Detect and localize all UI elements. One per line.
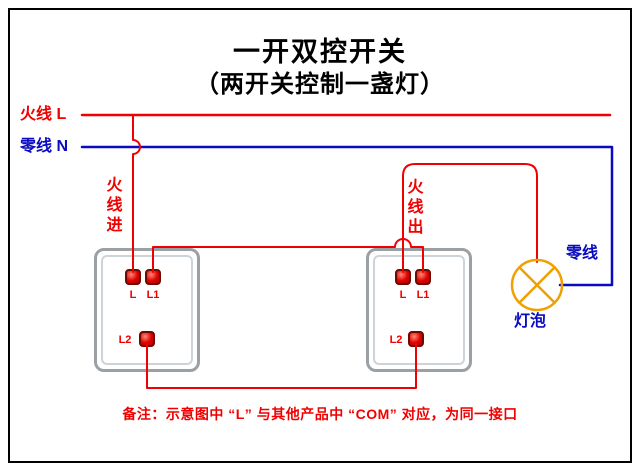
neutral-line-label: 零线 N	[20, 138, 69, 155]
live-line-label: 火线 L	[20, 106, 67, 123]
right-switch: L L1 L2	[366, 248, 472, 372]
right-terminal-label-L1: L1	[416, 289, 430, 301]
live-out-label: 火线出	[407, 179, 424, 236]
right-terminal-label-L2: L2	[389, 334, 403, 346]
note-text: 备注：示意图中 “L” 与其他产品中 “COM” 对应，为同一接口	[122, 406, 518, 422]
right-switch-terminal-L1	[415, 269, 431, 285]
left-switch-terminal-L	[125, 269, 141, 285]
diagram-title: 一开双控开关	[233, 37, 407, 67]
left-switch: L L1 L2	[94, 248, 200, 372]
right-switch-terminal-L2	[408, 331, 424, 347]
left-switch-terminal-L1	[145, 269, 161, 285]
bulb-label: 灯泡	[514, 313, 547, 330]
right-terminal-label-L: L	[399, 289, 407, 301]
diagram-border	[8, 8, 632, 463]
live-in-label: 火线进	[106, 177, 123, 234]
right-switch-terminal-L	[395, 269, 411, 285]
diagram-subtitle: （两开关控制一盏灯）	[195, 71, 445, 98]
left-terminal-label-L2: L2	[118, 334, 132, 346]
neutral-wire-label: 零线	[566, 245, 599, 262]
left-terminal-label-L1: L1	[146, 289, 160, 301]
left-switch-terminal-L2	[139, 331, 155, 347]
left-terminal-label-L: L	[129, 289, 137, 301]
